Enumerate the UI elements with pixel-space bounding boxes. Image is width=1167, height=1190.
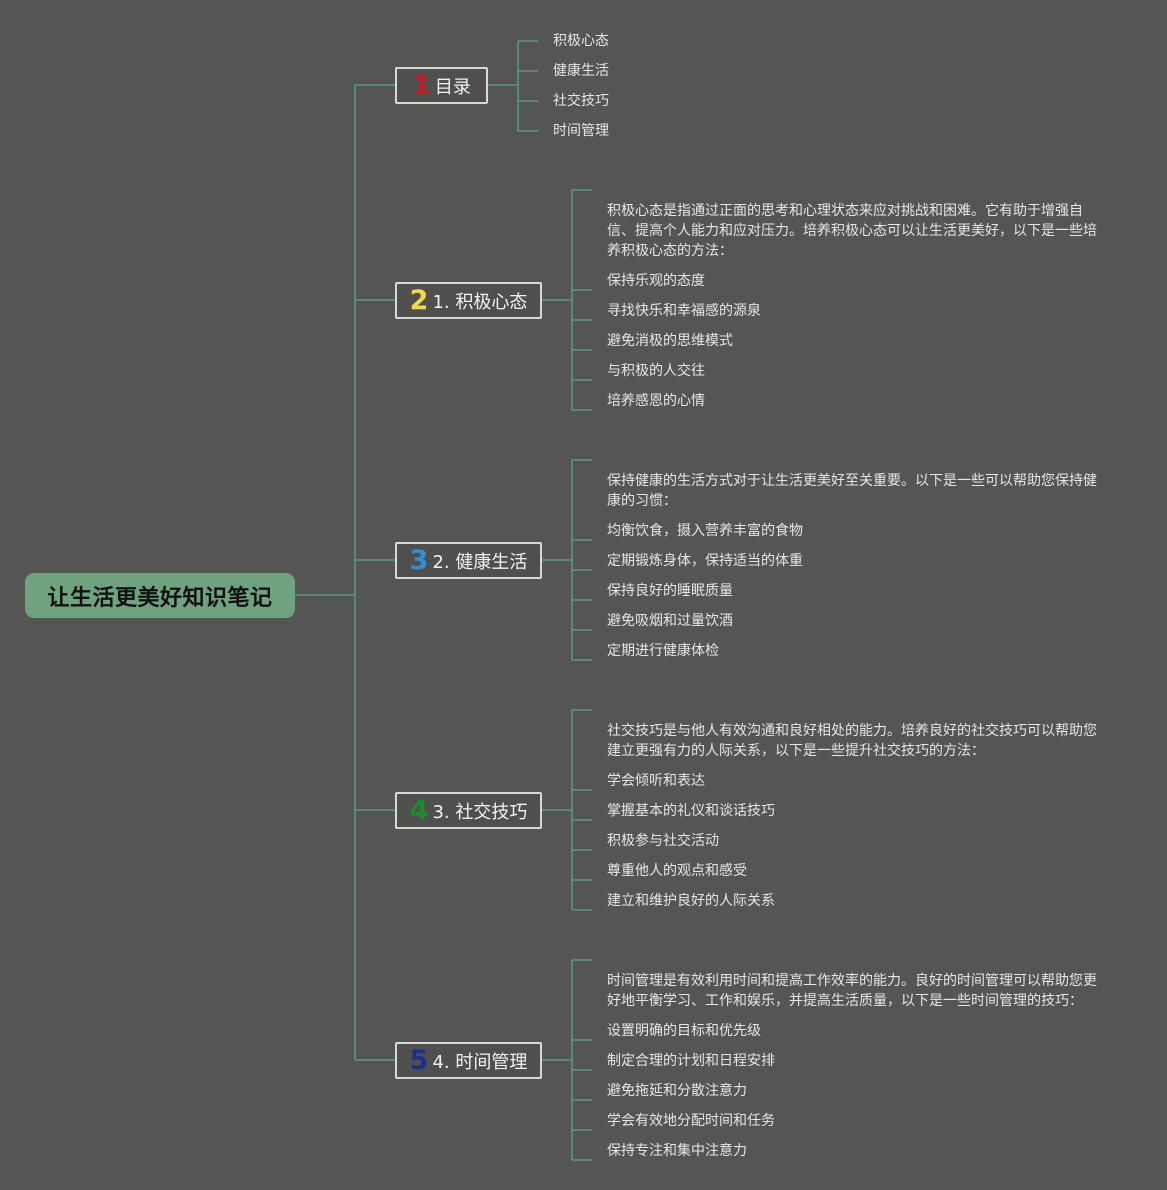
section-intro-text: 积极心态是指通过正面的思考和心理状态来应对挑战和困难。它有助于增强自信、提高个人…: [607, 203, 1097, 259]
branch-label: 1. 积极心态: [432, 291, 528, 313]
root-node[interactable]: 让生活更美好知识笔记: [25, 573, 295, 618]
section-item[interactable]: 避免吸烟和过量饮酒: [607, 613, 733, 629]
toc-item[interactable]: 健康生活: [553, 63, 609, 79]
section-item[interactable]: 制定合理的计划和日程安排: [607, 1053, 775, 1069]
section-item[interactable]: 定期锻炼身体，保持适当的体重: [607, 553, 803, 569]
section-item[interactable]: 学会有效地分配时间和任务: [607, 1113, 775, 1129]
section-item[interactable]: 培养感恩的心情: [607, 393, 705, 409]
branch-number-badge: 1: [412, 70, 431, 101]
section-item[interactable]: 掌握基本的礼仪和谈话技巧: [607, 803, 775, 819]
branch-label: 目录: [434, 76, 471, 98]
branch-label: 3. 社交技巧: [432, 801, 528, 823]
toc-item[interactable]: 时间管理: [553, 123, 609, 139]
section-intro-text: 保持健康的生活方式对于让生活更美好至关重要。以下是一些可以帮助您保持健康的习惯：: [607, 473, 1097, 509]
section-item[interactable]: 避免消极的思维模式: [607, 333, 733, 349]
toc-item[interactable]: 社交技巧: [553, 93, 609, 109]
branch-number-badge: 4: [409, 795, 429, 826]
root-title: 让生活更美好知识笔记: [47, 585, 273, 611]
branch-label: 2. 健康生活: [432, 551, 528, 573]
section-item[interactable]: 保持乐观的态度: [607, 273, 705, 289]
section-item[interactable]: 定期进行健康体检: [607, 643, 719, 659]
toc-item[interactable]: 积极心态: [553, 33, 609, 49]
section-item[interactable]: 尊重他人的观点和感受: [607, 863, 747, 879]
section-item[interactable]: 设置明确的目标和优先级: [607, 1023, 761, 1039]
section-item[interactable]: 学会倾听和表达: [607, 773, 705, 789]
section-item[interactable]: 积极参与社交活动: [607, 833, 719, 849]
branch-number-badge: 3: [409, 545, 429, 576]
section-intro-text: 时间管理是有效利用时间和提高工作效率的能力。良好的时间管理可以帮助您更好地平衡学…: [607, 973, 1097, 1009]
section-intro-text: 社交技巧是与他人有效沟通和良好相处的能力。培养良好的社交技巧可以帮助您建立更强有…: [607, 723, 1097, 759]
section-item[interactable]: 与积极的人交往: [607, 363, 705, 379]
section-item[interactable]: 保持专注和集中注意力: [607, 1143, 747, 1159]
branch-number-badge: 5: [409, 1045, 429, 1076]
branch-label: 4. 时间管理: [432, 1051, 528, 1073]
section-item[interactable]: 均衡饮食，摄入营养丰富的食物: [607, 523, 803, 539]
section-item[interactable]: 建立和维护良好的人际关系: [607, 893, 775, 909]
section-item[interactable]: 避免拖延和分散注意力: [607, 1083, 747, 1099]
section-item[interactable]: 寻找快乐和幸福感的源泉: [607, 303, 761, 319]
branch-number-badge: 2: [409, 285, 429, 316]
section-item[interactable]: 保持良好的睡眠质量: [607, 583, 733, 599]
